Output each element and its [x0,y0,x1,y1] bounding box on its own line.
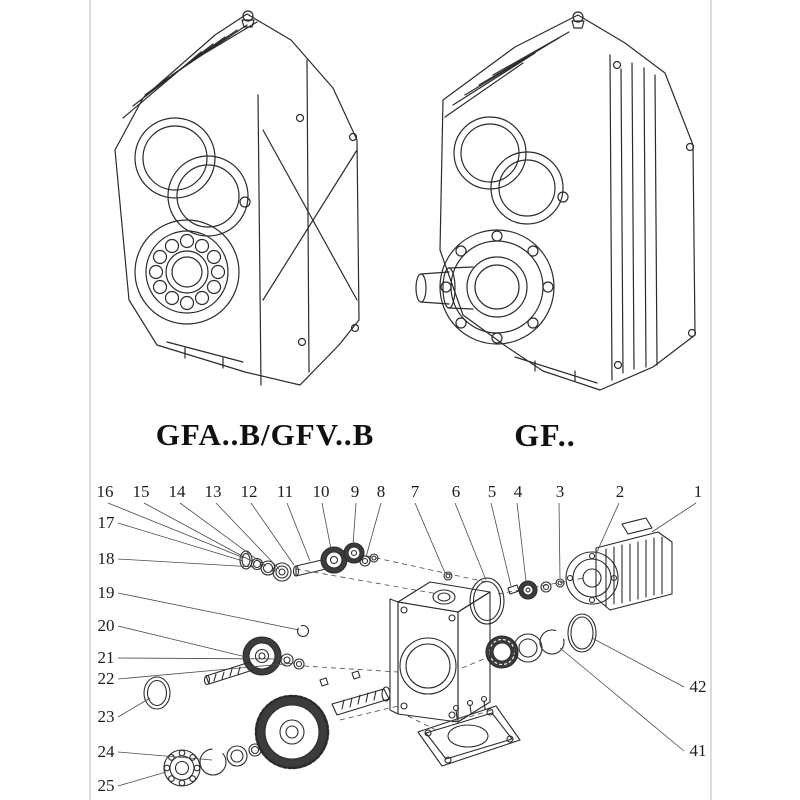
exploded-parts-diagram: 16 15 14 13 12 11 10 9 8 7 6 5 4 3 2 1 1… [97,482,707,795]
output-bearing-parts [163,743,262,787]
output-bearing-detail [134,219,240,325]
input-bores [453,116,569,225]
callout-20: 20 [98,616,115,635]
input-flange-parts [469,577,565,625]
eyebolt-lug [571,11,585,29]
page-edge-right [710,0,712,800]
callout-3: 3 [556,482,565,501]
gearbox-drawing-gfab-gfvb [114,10,360,386]
callout-13: 13 [205,482,222,501]
eyebolt-lug [241,10,255,28]
callout-17: 17 [98,513,116,532]
callout-2: 2 [616,482,625,501]
callout-41: 41 [690,741,707,760]
callout-21: 21 [98,648,115,667]
leader-lines [107,502,697,787]
page-edge-left [89,0,91,800]
cooling-ribs [444,31,570,118]
callout-4: 4 [514,482,523,501]
callout-9: 9 [351,482,360,501]
callout-25: 25 [98,776,115,795]
second-stage-gear-parts [143,636,305,710]
output-shaft [415,266,474,310]
callout-42: 42 [690,677,707,696]
cooling-ribs [122,21,258,119]
callout-12: 12 [241,482,258,501]
model-label-gfab-gfvb: GFA..B/GFV..B [155,417,375,452]
gearbox-drawing-gf [415,11,697,391]
motor-assembly [565,517,673,611]
base-foot [514,356,598,384]
input-bores [134,117,251,237]
output-flange [439,229,555,345]
callout-numbers: 16 15 14 13 12 11 10 9 8 7 6 5 4 3 2 1 1… [97,482,707,795]
rear-cover-parts [485,613,597,669]
side-panel-screws [612,60,697,370]
intermediate-shaft-parts [239,542,379,638]
callout-14: 14 [169,482,187,501]
callout-15: 15 [133,482,150,501]
callout-18: 18 [98,549,115,568]
callout-8: 8 [377,482,386,501]
base-gasket [417,695,521,767]
gear-housing [389,571,491,723]
callout-23: 23 [98,707,115,726]
callout-1: 1 [694,482,703,501]
callout-22: 22 [98,669,115,688]
side-panel-screws [295,113,360,347]
model-label-gf: GF.. [514,417,576,453]
callout-24: 24 [98,742,116,761]
base-foot [166,341,244,369]
callout-10: 10 [313,482,330,501]
callout-6: 6 [452,482,461,501]
callout-11: 11 [277,482,293,501]
output-gear-parts [254,670,391,770]
callout-19: 19 [98,583,115,602]
callout-7: 7 [411,482,420,501]
housing-outline [439,14,696,391]
callout-16: 16 [97,482,114,501]
callout-5: 5 [488,482,497,501]
housing-outline [114,13,360,386]
